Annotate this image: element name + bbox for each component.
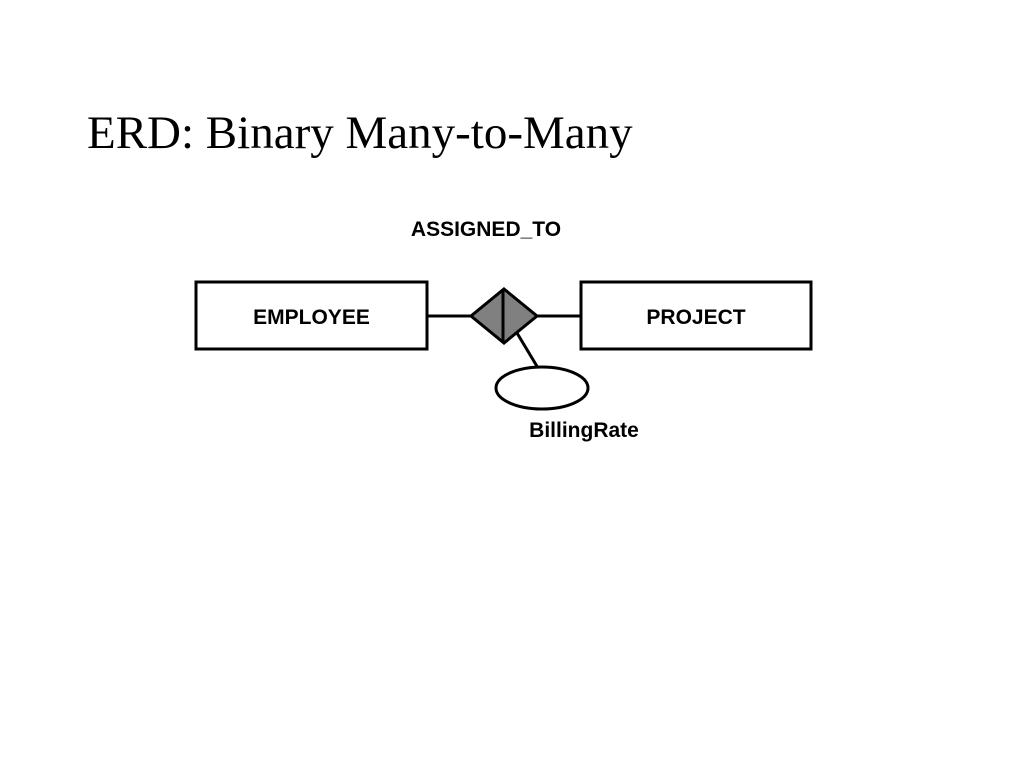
project-entity-box (579, 280, 813, 351)
attribute-label: BillingRate (529, 419, 639, 442)
employee-entity-label: EMPLOYEE (253, 306, 370, 329)
attribute-connector-line (515, 332, 540, 369)
employee-entity-box (194, 280, 429, 351)
relationship-label: ASSIGNED_TO (411, 218, 561, 241)
slide-title: ERD: Binary Many-to-Many (87, 107, 633, 159)
project-entity-label: PROJECT (646, 306, 745, 329)
attribute-ellipse (494, 365, 590, 411)
